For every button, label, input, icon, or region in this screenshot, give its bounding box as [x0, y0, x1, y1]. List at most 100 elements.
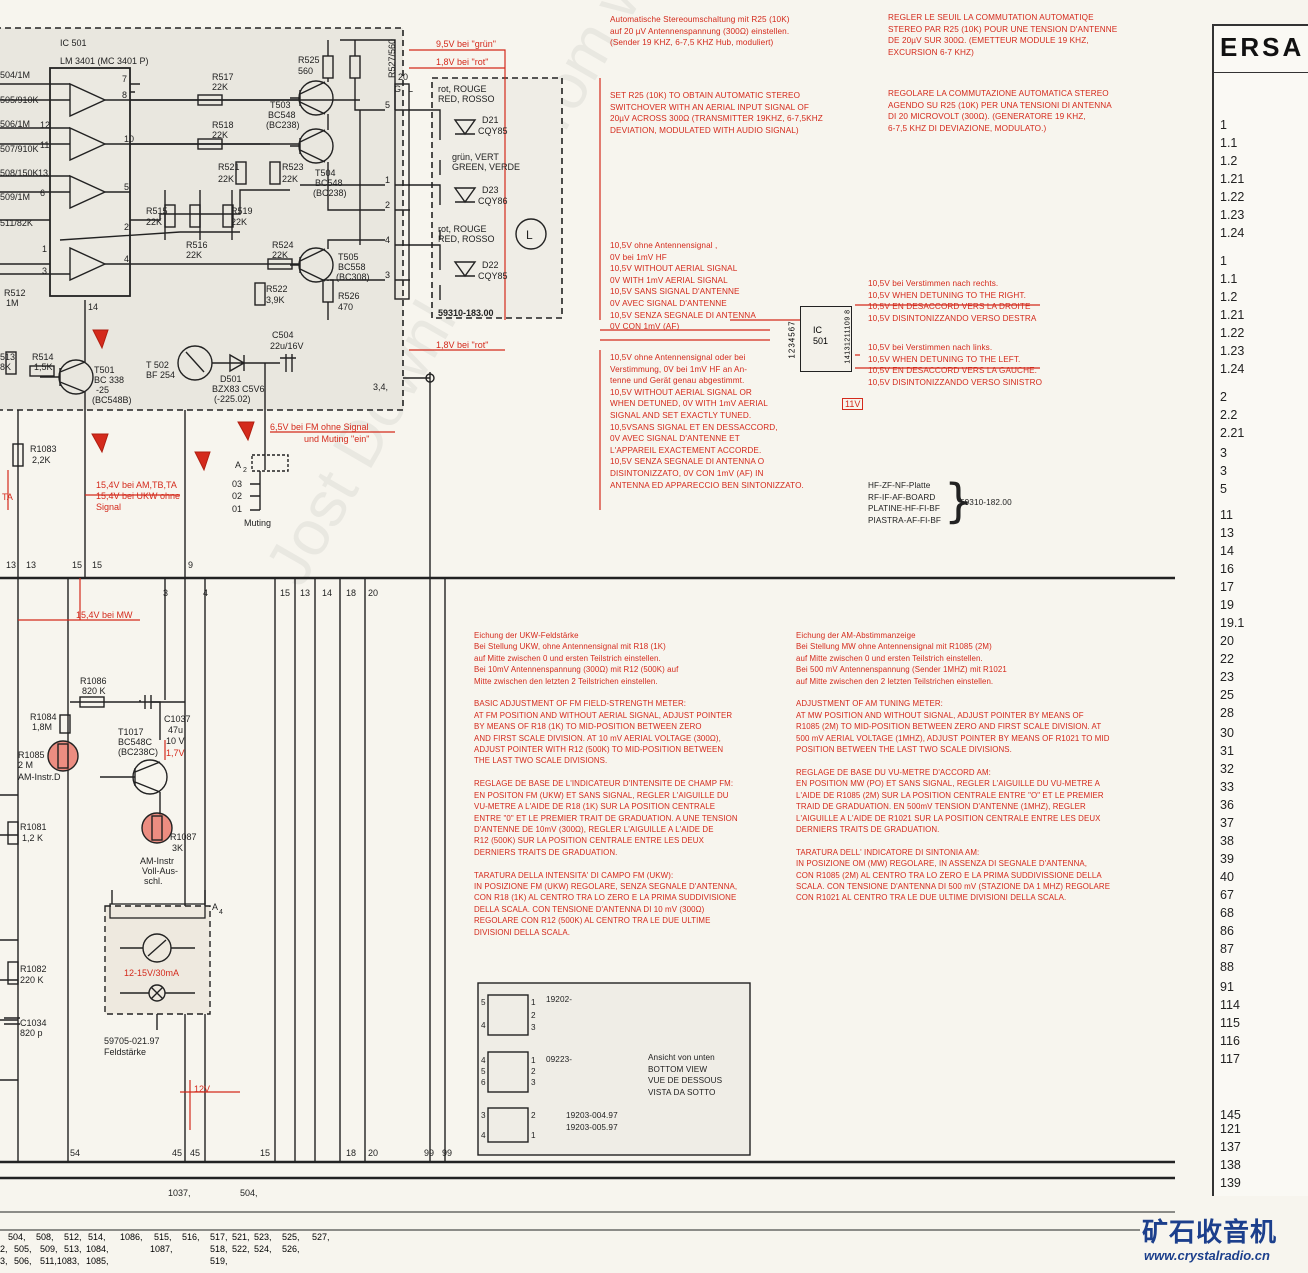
label-ta: TA	[2, 492, 13, 502]
r519-value: 22K	[231, 217, 247, 227]
pinout-1-p5: 5	[481, 998, 486, 1007]
ersa-item: 87	[1220, 942, 1234, 956]
ersa-item: 1.1	[1220, 272, 1238, 286]
bus-mid-14: 14	[322, 588, 332, 598]
ic-small-tag: 11V	[842, 398, 864, 410]
ersa-item: 121	[1220, 1122, 1241, 1136]
ref: 513,	[64, 1244, 82, 1254]
ref: 524,	[254, 1244, 272, 1254]
meter-part: 59705-021.97	[104, 1036, 160, 1046]
ersa-item: 31	[1220, 744, 1234, 758]
am-calibration-note: Eichung der AM-Abstimmanzeige Bei Stellu…	[796, 631, 1111, 903]
ic-pin-4: 4	[124, 254, 129, 264]
ref: 512,	[64, 1232, 82, 1242]
marker-i	[92, 329, 109, 350]
t503-alt: (BC238)	[266, 120, 300, 130]
fm-calibration-note: Eichung der UKW-Feldstärke Bei Stellung …	[474, 631, 738, 937]
ersa-item: 19.1	[1220, 616, 1245, 630]
resistor-512-value: 1M	[6, 298, 19, 308]
ersa-item: 3	[1220, 464, 1227, 478]
ref: 506,	[14, 1256, 32, 1266]
ersa-item: 23	[1220, 670, 1234, 684]
ersa-item: 1.24	[1220, 362, 1245, 376]
pinout-item-3: 19203-004.97 19203-005.97	[566, 1111, 618, 1132]
ersa-item: 36	[1220, 798, 1234, 812]
connector-strip	[394, 83, 410, 300]
meter-a-index: 4	[219, 909, 223, 916]
meter-name: Feldstärke	[104, 1047, 146, 1057]
t1017-label: T1017	[118, 727, 144, 737]
r517-body	[197, 94, 223, 106]
ersa-item: 115	[1220, 1016, 1240, 1030]
bus-bot-20: 20	[368, 1148, 378, 1158]
ersa-item: 1.24	[1220, 226, 1245, 240]
ersa-item: 1.22	[1220, 326, 1245, 340]
board-number: 59310-182.00	[960, 498, 1012, 507]
ic-pin-6: 6	[40, 188, 45, 198]
board-names: HF-ZF-NF-Platte RF-IF-AF-BOARD PLATINE-H…	[868, 481, 942, 525]
led-board	[431, 77, 563, 319]
r1081-value: 1,2 K	[22, 833, 43, 843]
pinout-view-label: Ansicht von unten BOTTOM VIEW VUE DE DES…	[648, 1053, 723, 1097]
connector-pin-20: 20	[398, 72, 408, 82]
resistor-511: 511/82K	[0, 218, 33, 228]
bottom-refs-row3: 3, 506, 511,1083, 1085, 519,	[0, 1256, 400, 1268]
ic-pin-note-a: 10,5V ohne Antennensignal , 0V bei 1mV H…	[610, 241, 756, 332]
bus-bot-99b: 99	[442, 1148, 452, 1158]
ic-pin-3: 3	[42, 266, 47, 276]
t1017-type: BC548C	[118, 737, 153, 747]
ersa-item: 114	[1220, 998, 1240, 1012]
ref: 511,1083,	[40, 1256, 80, 1266]
muting-label: Muting	[244, 518, 271, 528]
r524-label: R524	[272, 240, 294, 250]
led-d22-color2: RED, ROSSO	[438, 234, 495, 244]
r524-value: 22K	[272, 250, 288, 260]
c504-value: 22u/16V	[270, 341, 304, 351]
bus-top-13b: 13	[26, 560, 36, 570]
r523-body	[269, 161, 281, 185]
opamp-4	[69, 246, 107, 282]
ref: 1086,	[120, 1232, 143, 1242]
ersa-item: 88	[1220, 960, 1234, 974]
r517-value: 22K	[212, 82, 228, 92]
connector-pin-34: 3,4,	[373, 382, 388, 392]
pinout-2-p5: 5	[481, 1067, 486, 1076]
r526-value: 470	[338, 302, 353, 312]
r517-label: R517	[212, 72, 234, 82]
r1086-label: R1086	[80, 676, 107, 686]
bus-mid-20: 20	[368, 588, 378, 598]
stereo-note-en: SET R25 (10K) TO OBTAIN AUTOMATIC STEREO…	[610, 91, 823, 135]
ref: 504,	[8, 1232, 26, 1242]
ic-pin-13: 13	[38, 168, 48, 178]
r523-label: R523	[282, 162, 304, 172]
pinout-2-p2: 2	[531, 1067, 536, 1076]
label-18v-b: 1,8V bei "rot"	[436, 340, 488, 350]
ersa-item: 116	[1220, 1034, 1240, 1048]
ersa-item: 137	[1220, 1140, 1241, 1154]
led-board-part: 59310-183.00	[438, 308, 494, 318]
ref: 515,	[154, 1232, 172, 1242]
bus-mid-18: 18	[346, 588, 356, 598]
ersa-title: ERSA	[1220, 32, 1305, 62]
pinout-box	[477, 982, 751, 1156]
ersa-item: 1.22	[1220, 190, 1245, 204]
connector-pin-4: 4	[385, 235, 390, 245]
ersa-item: 1.2	[1220, 290, 1238, 304]
r524-body	[267, 258, 293, 270]
label-154v-b: 15,4V bei UKW ohne	[96, 491, 180, 501]
ersa-item: 37	[1220, 816, 1234, 830]
bus-mid-13: 13	[300, 588, 310, 598]
bus-mid-15: 15	[280, 588, 290, 598]
t504-type: BC548	[315, 178, 343, 188]
ersa-item: 138	[1220, 1158, 1241, 1172]
r516-body	[189, 204, 201, 228]
c504-label: C504	[272, 330, 294, 340]
led-d23-color2: GREEN, VERDE	[452, 162, 520, 172]
r1087-note3: schl.	[144, 876, 163, 886]
ersa-item: 1	[1220, 118, 1227, 132]
connector-pin-5: 5	[385, 100, 390, 110]
ref: 523,	[254, 1232, 272, 1242]
t1017-symbol	[132, 759, 168, 795]
ersa-item: 86	[1220, 924, 1234, 938]
